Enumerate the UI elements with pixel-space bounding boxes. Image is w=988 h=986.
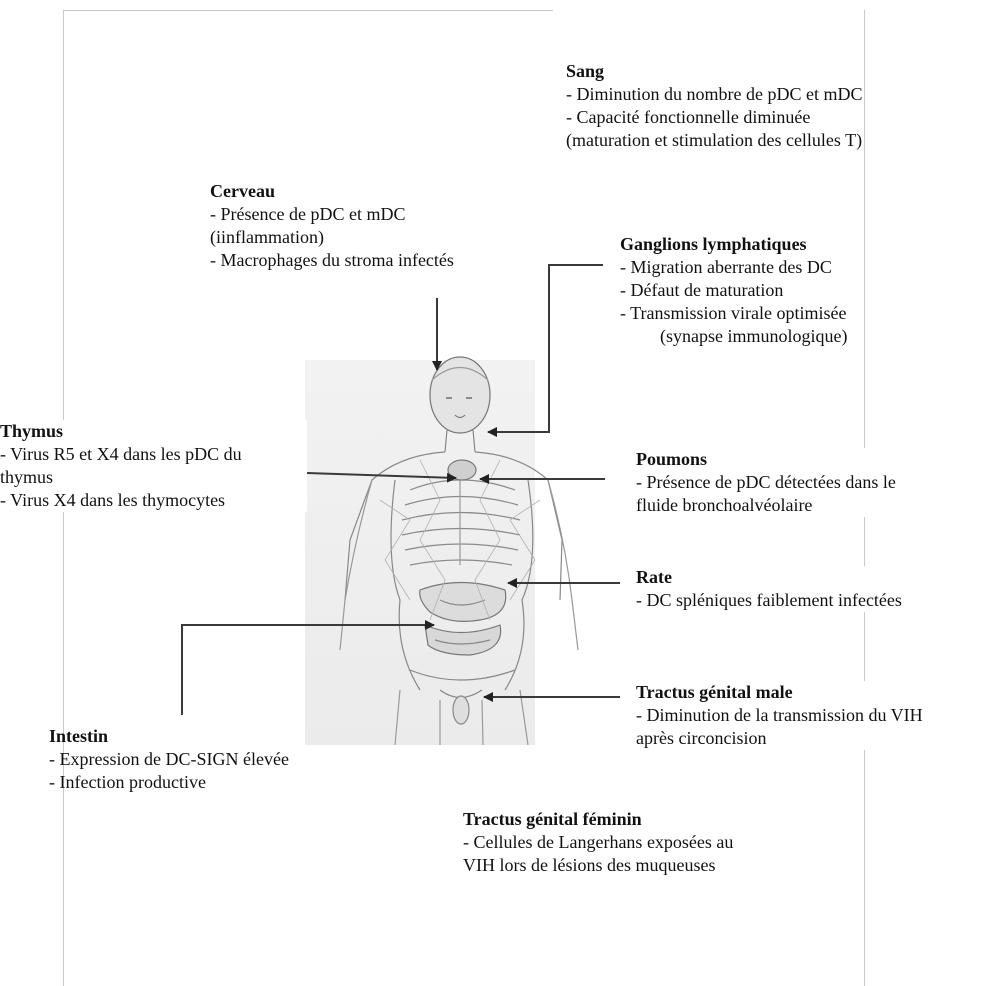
tractus-male-block: Tractus génital male - Diminution de la … xyxy=(636,681,923,750)
rate-block: Rate - DC spléniques faiblement infectée… xyxy=(636,566,902,612)
thymus-title: Thymus xyxy=(0,421,64,441)
sang-line-3: (maturation et stimulation des cellules … xyxy=(566,130,863,150)
intestin-title: Intestin xyxy=(49,726,109,746)
tractus-feminin-line-1: - Cellules de Langerhans exposées au xyxy=(463,832,734,852)
thymus-arrow xyxy=(306,472,457,483)
ganglions-line-2: - Défaut de maturation xyxy=(620,280,784,300)
ganglions-line-4: (synapse immunologique) xyxy=(660,326,848,346)
intestin-line-2: - Infection productive xyxy=(49,772,206,792)
ganglions-line-1: - Migration aberrante des DC xyxy=(620,257,832,277)
sang-line-1: - Diminution du nombre de pDC et mDC xyxy=(566,84,863,104)
thymus-block: Thymus - Virus R5 et X4 dans les pDC du … xyxy=(0,420,307,512)
poumons-line-1: - Présence de pDC détectées dans le xyxy=(636,472,896,492)
cerveau-line-3: - Macrophages du stroma infectés xyxy=(210,250,454,270)
tractus-male-line-1: - Diminution de la transmission du VIH xyxy=(636,705,923,725)
head-shape xyxy=(429,356,491,434)
intestin-arrow xyxy=(181,620,435,715)
figure-background xyxy=(305,360,535,745)
poumons-block: Poumons - Présence de pDC détectées dans… xyxy=(636,448,896,517)
ganglions-block: Ganglions lymphatiques - Migration aberr… xyxy=(620,233,848,348)
thymus-line-2: thymus xyxy=(0,467,54,487)
tractus-male-title: Tractus génital male xyxy=(636,682,793,702)
ganglions-arrow xyxy=(487,264,603,437)
sang-title: Sang xyxy=(566,61,605,81)
tractus-feminin-block: Tractus génital féminin - Cellules de La… xyxy=(463,808,733,877)
cerveau-line-1: - Présence de pDC et mDC xyxy=(210,204,406,224)
frame-top-border xyxy=(63,10,553,11)
ganglions-line-3: - Transmission virale optimisée xyxy=(620,303,847,323)
intestin-block: Intestin - Expression de DC-SIGN élevée … xyxy=(49,725,289,794)
cerveau-title: Cerveau xyxy=(210,181,275,201)
tractus-male-line-2: après circoncision xyxy=(636,728,767,748)
cerveau-line-2: (iinflammation) xyxy=(210,227,324,247)
sang-line-2: - Capacité fonctionnelle diminuée xyxy=(566,107,811,127)
tractus-feminin-title: Tractus génital féminin xyxy=(463,809,642,829)
ganglions-title: Ganglions lymphatiques xyxy=(620,234,807,254)
sang-block: Sang - Diminution du nombre de pDC et mD… xyxy=(566,60,862,152)
rate-title: Rate xyxy=(636,567,672,587)
thymus-line-3: - Virus X4 dans les thymocytes xyxy=(0,490,226,510)
poumons-title: Poumons xyxy=(636,449,708,469)
left-torso-outline xyxy=(344,451,446,601)
rate-line-1: - DC spléniques faiblement infectées xyxy=(636,590,902,610)
thymus-line-1: - Virus R5 et X4 dans les pDC du xyxy=(0,444,242,464)
intestin-line-1: - Expression de DC-SIGN élevée xyxy=(49,749,289,769)
tractus-feminin-line-2: VIH lors de lésions des muqueuses xyxy=(463,855,716,875)
poumons-line-2: fluide bronchoalvéolaire xyxy=(636,495,813,515)
cerveau-block: Cerveau - Présence de pDC et mDC (iinfla… xyxy=(210,180,454,272)
callout-arrows xyxy=(181,264,620,715)
human-body-illustration xyxy=(339,356,579,746)
